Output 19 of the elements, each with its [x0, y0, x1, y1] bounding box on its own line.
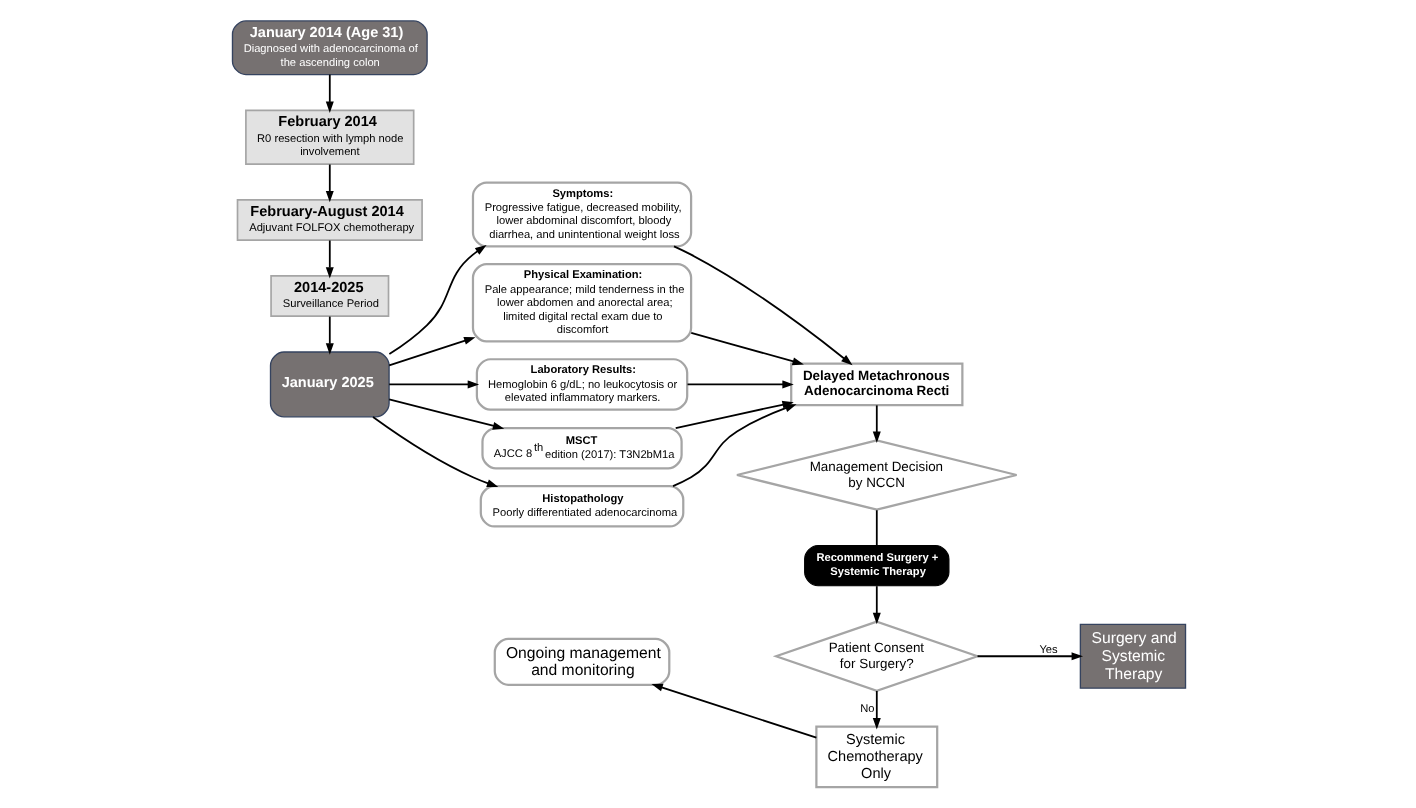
arrow [387, 380, 479, 389]
arrow [324, 239, 333, 279]
arrow [324, 315, 333, 355]
arrow [387, 398, 504, 430]
arrow [371, 416, 498, 488]
arrow [871, 404, 880, 444]
arrow [650, 683, 817, 739]
arrow [324, 73, 333, 113]
arrow [387, 245, 486, 355]
arrow [689, 332, 803, 366]
arrow [871, 690, 880, 730]
arrow [671, 404, 796, 488]
arrow [871, 585, 880, 625]
arrow [685, 380, 793, 389]
connector [874, 509, 877, 547]
arrow [672, 245, 852, 366]
arrow [387, 336, 475, 367]
arrow [324, 163, 333, 203]
arrow [975, 652, 1082, 661]
